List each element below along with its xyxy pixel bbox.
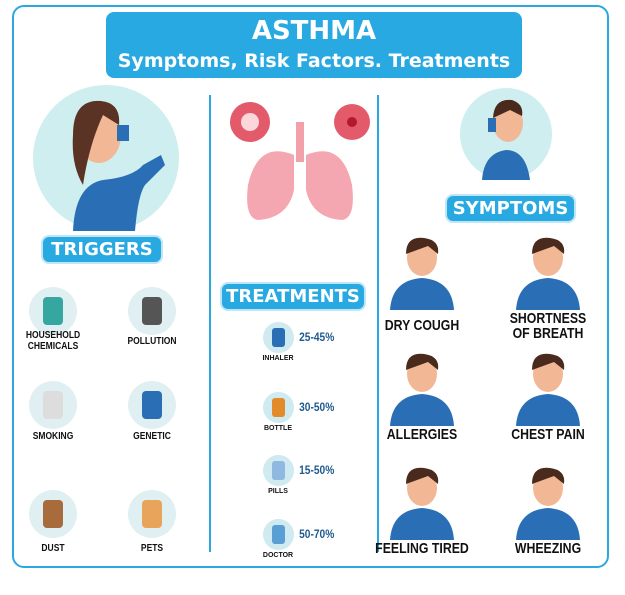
- treatment-percent: 15-50%: [299, 463, 335, 477]
- page-title: ASTHMA: [251, 16, 377, 46]
- trigger-label: PETS: [118, 543, 186, 554]
- symptom-illustration: [510, 462, 586, 540]
- treatment-label: PILLS: [268, 488, 288, 495]
- inhaler-icon: [263, 322, 294, 353]
- symptom-label-line: FEELING TIRED: [375, 540, 469, 557]
- symptom-illustration: [384, 462, 460, 540]
- treatment-label: INHALER: [262, 355, 294, 362]
- dna-icon: [128, 381, 176, 429]
- trigger-label: DUST: [19, 543, 87, 554]
- treatments-heading: TREATMENTS: [220, 282, 366, 311]
- column-divider: [209, 95, 211, 552]
- page-subtitle: Symptoms, Risk Factors. Treatments: [117, 50, 511, 72]
- column-divider: [377, 95, 379, 552]
- symptom-label-line: CHEST PAIN: [511, 426, 585, 443]
- pills-icon: [263, 455, 294, 486]
- symptom-label-line: ALLERGIES: [386, 426, 458, 443]
- woman-inhaler-illustration: [33, 85, 179, 231]
- trigger-label: GENETIC: [118, 431, 186, 442]
- treatment-percent: 50-70%: [299, 527, 335, 541]
- symptom-label: CHEST PAIN: [499, 427, 597, 442]
- symptom-label: DRY COUGH: [373, 318, 471, 333]
- trigger-label-line: HOUSEHOLD: [25, 330, 81, 341]
- symptom-label: FEELING TIRED: [373, 541, 471, 556]
- cat-icon: [128, 490, 176, 538]
- broom-icon: [29, 490, 77, 538]
- treatment-percent: 30-50%: [299, 400, 335, 414]
- spray-bottles-icon: [29, 287, 77, 335]
- factory-icon: [128, 287, 176, 335]
- trigger-label-line: CHEMICALS: [27, 341, 79, 352]
- symptom-label-line: SHORTNESS: [509, 310, 587, 327]
- symptoms-heading: SYMPTOMS: [445, 194, 576, 223]
- treatment-label: BOTTLE: [264, 425, 292, 432]
- trigger-label: SMOKING: [19, 431, 87, 442]
- symptom-label-line: DRY COUGH: [384, 317, 460, 334]
- title-banner: ASTHMA Symptoms, Risk Factors. Treatment…: [106, 12, 522, 78]
- triggers-heading: TRIGGERS: [41, 235, 163, 264]
- trigger-label-line: SMOKING: [32, 431, 74, 442]
- symptom-label: ALLERGIES: [373, 427, 471, 442]
- symptom-illustration: [510, 348, 586, 426]
- trigger-label-line: GENETIC: [133, 431, 171, 442]
- symptom-illustration: [384, 348, 460, 426]
- trigger-label-line: DUST: [41, 543, 65, 554]
- trigger-label-line: PETS: [140, 543, 164, 554]
- doctor-icon: [263, 519, 294, 550]
- treatment-label: DOCTOR: [262, 552, 294, 559]
- lungs-illustration: [230, 102, 370, 220]
- man-inhaler-illustration: [460, 88, 552, 180]
- trigger-label: POLLUTION: [118, 336, 186, 347]
- symptom-label-line: OF BREATH: [512, 325, 584, 342]
- infographic-frame: [12, 5, 609, 568]
- cigarette-icon: [29, 381, 77, 429]
- trigger-label-line: POLLUTION: [127, 336, 177, 347]
- symptom-illustration: [510, 232, 586, 310]
- symptom-label-line: WHEEZING: [514, 540, 582, 557]
- treatment-percent: 25-45%: [299, 330, 335, 344]
- symptom-illustration: [384, 232, 460, 310]
- symptom-label: WHEEZING: [499, 541, 597, 556]
- bottle-icon: [263, 392, 294, 423]
